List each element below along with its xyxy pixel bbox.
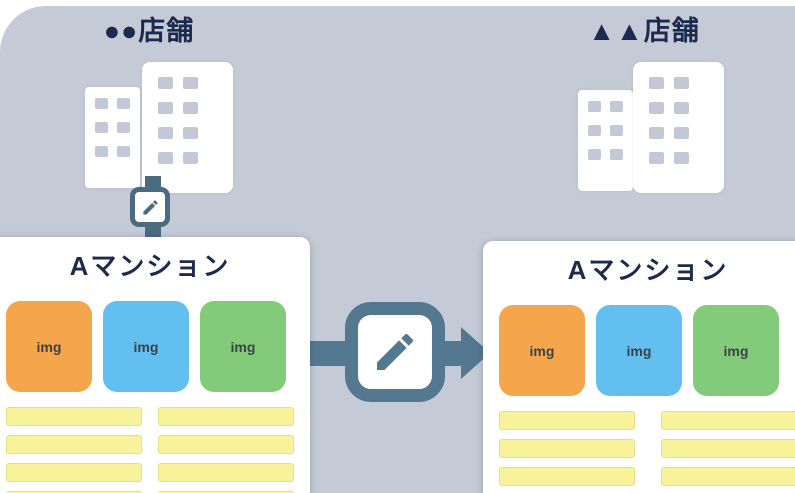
window <box>674 127 689 139</box>
window <box>610 101 623 112</box>
window <box>649 102 664 114</box>
field-bar <box>499 411 635 430</box>
field-bar <box>661 439 795 458</box>
field-bar <box>6 407 142 426</box>
image-row: img img img <box>483 305 795 396</box>
field-grid <box>483 411 795 493</box>
field-bar <box>6 435 142 454</box>
listing-card-left: Aマンション img img img <box>0 237 310 493</box>
field-bar <box>6 491 142 493</box>
field-column <box>6 407 142 493</box>
window <box>674 77 689 89</box>
window <box>117 98 130 109</box>
image-placeholder-label: img <box>626 342 652 359</box>
image-placeholder-label: img <box>133 338 159 355</box>
image-placeholder: img <box>6 301 92 392</box>
image-placeholder-label: img <box>230 338 256 355</box>
window <box>95 98 108 109</box>
image-placeholder-label: img <box>529 342 555 359</box>
image-placeholder-label: img <box>36 338 62 355</box>
field-bar <box>499 439 635 458</box>
window <box>158 127 173 139</box>
building-icon <box>578 90 633 191</box>
building-icon <box>85 87 140 188</box>
field-bar <box>499 467 635 486</box>
field-bar <box>158 463 294 482</box>
field-bar <box>661 467 795 486</box>
field-bar <box>158 407 294 426</box>
window <box>95 146 108 157</box>
window <box>158 77 173 89</box>
image-placeholder: img <box>693 305 779 396</box>
store-label-left: ●●店舗 <box>103 16 195 46</box>
card-title: Aマンション <box>69 251 231 281</box>
image-placeholder-label: img <box>723 342 749 359</box>
window <box>183 152 198 164</box>
field-bar <box>158 491 294 493</box>
field-bar <box>6 463 142 482</box>
window <box>610 125 623 136</box>
window <box>117 122 130 133</box>
field-column <box>661 411 795 493</box>
listing-card-right: Aマンション img img img <box>483 241 795 493</box>
building-icon <box>633 62 724 193</box>
field-bar <box>661 411 795 430</box>
image-placeholder: img <box>200 301 286 392</box>
window <box>674 102 689 114</box>
window <box>649 127 664 139</box>
window <box>183 102 198 114</box>
window <box>95 122 108 133</box>
pencil-icon <box>345 302 445 402</box>
window <box>183 127 198 139</box>
image-placeholder: img <box>596 305 682 396</box>
window <box>158 152 173 164</box>
store-label-right: ▲▲店舗 <box>588 16 700 46</box>
window <box>588 125 601 136</box>
window <box>183 77 198 89</box>
image-placeholder: img <box>103 301 189 392</box>
image-placeholder: img <box>499 305 585 396</box>
window <box>588 149 601 160</box>
window <box>588 101 601 112</box>
pencil-icon <box>130 187 170 227</box>
card-title: Aマンション <box>567 255 729 285</box>
field-column <box>499 411 635 493</box>
field-bar <box>158 435 294 454</box>
window <box>158 102 173 114</box>
window <box>610 149 623 160</box>
image-row: img img img <box>0 301 310 392</box>
window <box>649 77 664 89</box>
window <box>649 152 664 164</box>
window <box>674 152 689 164</box>
field-grid <box>0 407 310 493</box>
building-icon <box>142 62 233 193</box>
window <box>117 146 130 157</box>
field-column <box>158 407 294 493</box>
